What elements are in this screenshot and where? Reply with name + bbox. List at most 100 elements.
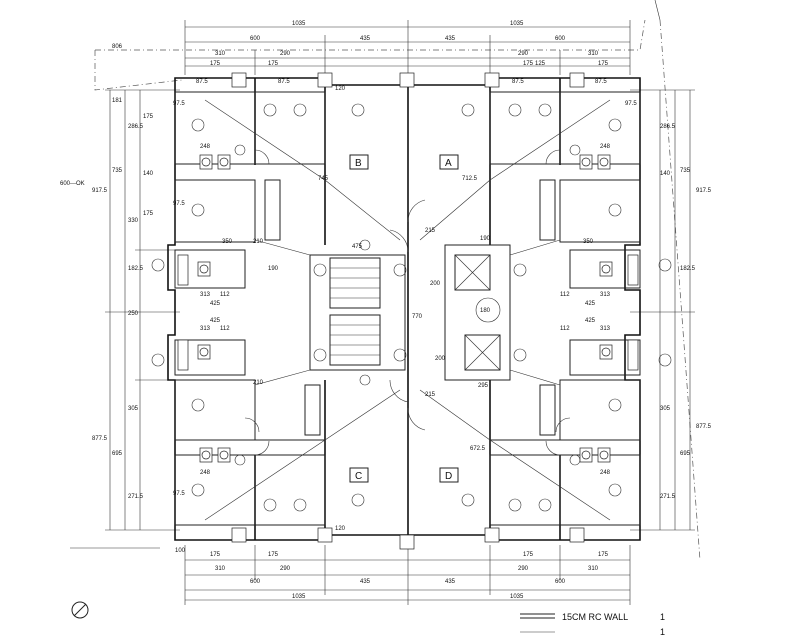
dim-text: 112 bbox=[560, 292, 570, 298]
dim-text: 425 bbox=[585, 318, 596, 324]
dim-text: 182.5 bbox=[680, 266, 696, 272]
dim-text: 112 bbox=[560, 326, 570, 332]
dim-text: 97.5 bbox=[173, 201, 185, 207]
dim-text: 1035 bbox=[292, 594, 306, 600]
dim-text: 310 bbox=[588, 51, 599, 57]
dim-text: 181 bbox=[112, 98, 123, 104]
dim-text: 190 bbox=[480, 236, 491, 242]
left-units bbox=[174, 91, 326, 526]
dim-text: 695 bbox=[112, 451, 123, 457]
dim-text: 175 bbox=[210, 552, 221, 558]
dim-text: 310 bbox=[215, 566, 226, 572]
dim-text: 475 bbox=[352, 244, 363, 250]
dim-text: 248 bbox=[200, 470, 211, 476]
dim-text: 248 bbox=[200, 144, 211, 150]
dim-text: 175 bbox=[523, 552, 534, 558]
dimension-lines-left bbox=[105, 89, 180, 531]
dim-text: 125 bbox=[535, 61, 546, 67]
dim-text: 350 bbox=[583, 239, 594, 245]
dim-text: 120 bbox=[335, 526, 346, 532]
legend: 15CM RC WALL 1 1 bbox=[520, 612, 665, 637]
room-label-b: B bbox=[355, 158, 362, 169]
room-labels: B A C D bbox=[349, 154, 459, 483]
dim-text: 175 bbox=[210, 61, 221, 67]
dimension-texts: 1035 1035 600 435 435 600 310 290 290 31… bbox=[60, 21, 712, 600]
dim-text: 87.5 bbox=[278, 79, 290, 85]
dim-text: 175 bbox=[523, 61, 534, 67]
dim-text: 600---OK bbox=[60, 181, 85, 187]
dim-text: 435 bbox=[445, 579, 456, 585]
dim-text: 313 bbox=[600, 326, 611, 332]
dim-text: 600 bbox=[555, 579, 566, 585]
dim-text: 97.5 bbox=[625, 101, 637, 107]
dim-text: 917.5 bbox=[92, 188, 108, 194]
dim-text: 112 bbox=[220, 326, 230, 332]
dim-text: 600 bbox=[555, 36, 566, 42]
dim-text: 286.5 bbox=[128, 124, 144, 130]
dim-text: 140 bbox=[143, 171, 154, 177]
dimension-lines-top bbox=[184, 20, 631, 75]
dim-text: 435 bbox=[445, 36, 456, 42]
dim-text: 600 bbox=[250, 579, 261, 585]
dim-text: 695 bbox=[680, 451, 691, 457]
dim-text: 313 bbox=[200, 326, 211, 332]
dim-text: 200 bbox=[430, 281, 441, 287]
dim-text: 112 bbox=[220, 292, 230, 298]
right-units bbox=[489, 91, 641, 526]
dim-text: 140 bbox=[660, 171, 671, 177]
dimension-lines-right bbox=[630, 89, 695, 531]
dim-text: 290 bbox=[518, 51, 529, 57]
dim-text: 290 bbox=[518, 566, 529, 572]
dim-text: 87.5 bbox=[595, 79, 607, 85]
dim-text: 1035 bbox=[510, 21, 524, 27]
dim-text: 97.5 bbox=[173, 491, 185, 497]
dim-text: 672.5 bbox=[470, 446, 486, 452]
dim-text: 350 bbox=[222, 239, 233, 245]
legend-count-2: 1 bbox=[660, 627, 665, 637]
dim-text: 305 bbox=[660, 406, 671, 412]
dim-text: 100 bbox=[175, 548, 186, 554]
dim-text: 250 bbox=[128, 311, 139, 317]
dim-text: 295 bbox=[478, 383, 489, 389]
dim-text: 712.5 bbox=[462, 176, 478, 182]
dim-text: 425 bbox=[210, 301, 221, 307]
dim-text: 248 bbox=[600, 144, 611, 150]
site-boundary bbox=[70, 0, 701, 561]
dim-text: 917.5 bbox=[696, 188, 712, 194]
dim-text: 313 bbox=[600, 292, 611, 298]
dim-text: 87.5 bbox=[196, 79, 208, 85]
dim-text: 806 bbox=[112, 44, 123, 50]
dim-text: 735 bbox=[680, 168, 691, 174]
legend-wall-label: 15CM RC WALL bbox=[562, 612, 628, 622]
dim-text: 180 bbox=[480, 308, 491, 314]
central-core bbox=[309, 244, 511, 381]
dimension-lines-bottom bbox=[184, 545, 631, 605]
dim-text: 745 bbox=[318, 176, 329, 182]
dim-text: 182.5 bbox=[128, 266, 144, 272]
dim-text: 97.5 bbox=[173, 101, 185, 107]
dim-text: 770 bbox=[412, 314, 423, 320]
dim-text: 271.5 bbox=[660, 494, 676, 500]
north-arrow-icon bbox=[71, 601, 89, 619]
dim-text: 305 bbox=[128, 406, 139, 412]
dim-text: 735 bbox=[112, 168, 123, 174]
dim-text: 215 bbox=[425, 392, 436, 398]
dim-text: 313 bbox=[200, 292, 211, 298]
dim-text: 290 bbox=[280, 51, 291, 57]
dim-text: 175 bbox=[598, 61, 609, 67]
dim-text: 210 bbox=[253, 380, 264, 386]
dim-text: 200 bbox=[435, 356, 446, 362]
dim-text: 175 bbox=[268, 61, 279, 67]
door-swings bbox=[244, 149, 571, 456]
room-label-c: C bbox=[355, 471, 362, 482]
sanitary-fixtures bbox=[177, 72, 639, 550]
dim-text: 175 bbox=[143, 211, 154, 217]
dim-text: 435 bbox=[360, 579, 371, 585]
dim-text: 1035 bbox=[510, 594, 524, 600]
building-outline bbox=[167, 77, 641, 541]
dim-text: 248 bbox=[600, 470, 611, 476]
legend-count-1: 1 bbox=[660, 612, 665, 622]
dim-text: 175 bbox=[598, 552, 609, 558]
dim-text: 271.5 bbox=[128, 494, 144, 500]
